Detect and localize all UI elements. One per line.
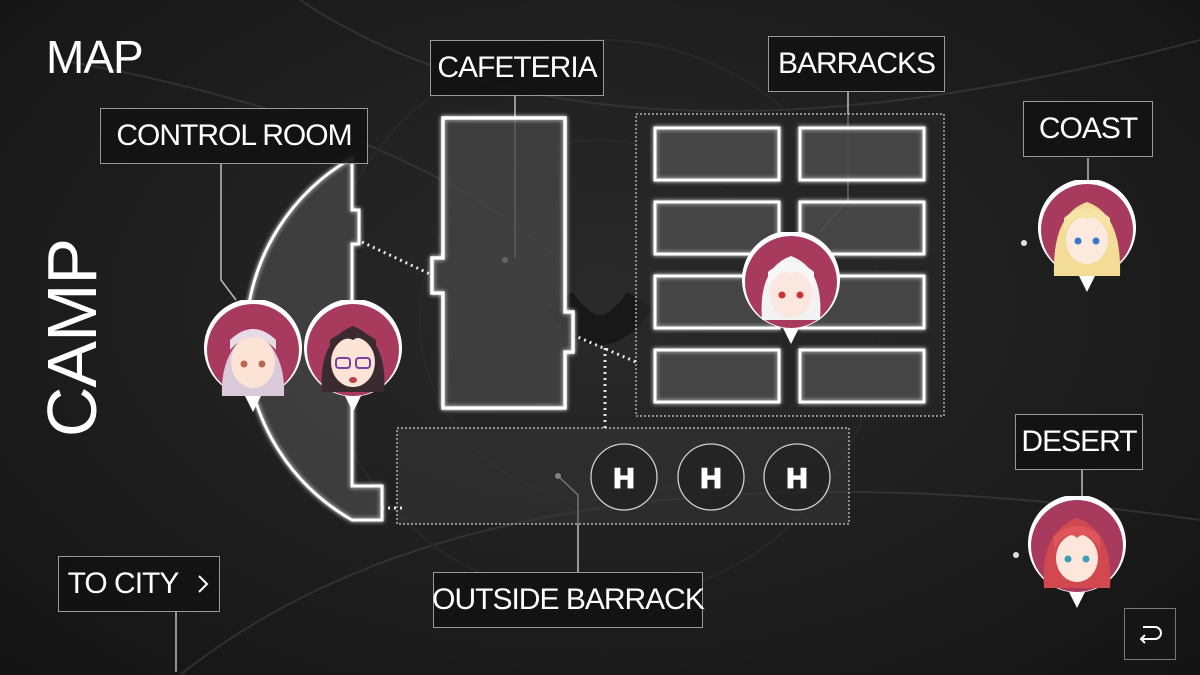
- chevron-right-icon: [198, 575, 209, 593]
- label-desert[interactable]: DESERT: [1015, 414, 1143, 470]
- character-pin-red-hair[interactable]: [1026, 496, 1128, 612]
- dotted-paths: [361, 240, 637, 510]
- barracks-beds: [653, 126, 926, 404]
- helipad-3[interactable]: H: [763, 443, 831, 511]
- label-barracks[interactable]: BARRACKS: [768, 36, 945, 92]
- label-control-room[interactable]: CONTROL ROOM: [100, 108, 368, 164]
- area-title: CAMP: [33, 238, 111, 438]
- character-pin-white-hair[interactable]: [740, 232, 842, 348]
- label-coast[interactable]: COAST: [1023, 101, 1153, 157]
- return-arrow-icon: [1139, 626, 1162, 644]
- helipad-letter: H: [699, 462, 722, 495]
- back-button[interactable]: [1124, 608, 1176, 660]
- helipad-2[interactable]: H: [677, 443, 745, 511]
- to-city-button[interactable]: TO CITY: [58, 556, 220, 612]
- page-title: MAP: [46, 31, 144, 83]
- helipad-letter: H: [785, 462, 808, 495]
- helipad-letter: H: [612, 462, 635, 495]
- label-outside-barrack[interactable]: OUTSIDE BARRACK: [432, 572, 705, 628]
- character-pin-glasses[interactable]: [302, 300, 404, 416]
- character-pin-silver-hair[interactable]: [202, 300, 304, 416]
- character-pin-blonde[interactable]: [1036, 180, 1138, 296]
- cafeteria-building[interactable]: [430, 116, 575, 410]
- helipad-1[interactable]: H: [590, 443, 658, 511]
- to-city-label: TO CITY: [67, 567, 180, 600]
- label-cafeteria[interactable]: CAFETERIA: [430, 40, 604, 96]
